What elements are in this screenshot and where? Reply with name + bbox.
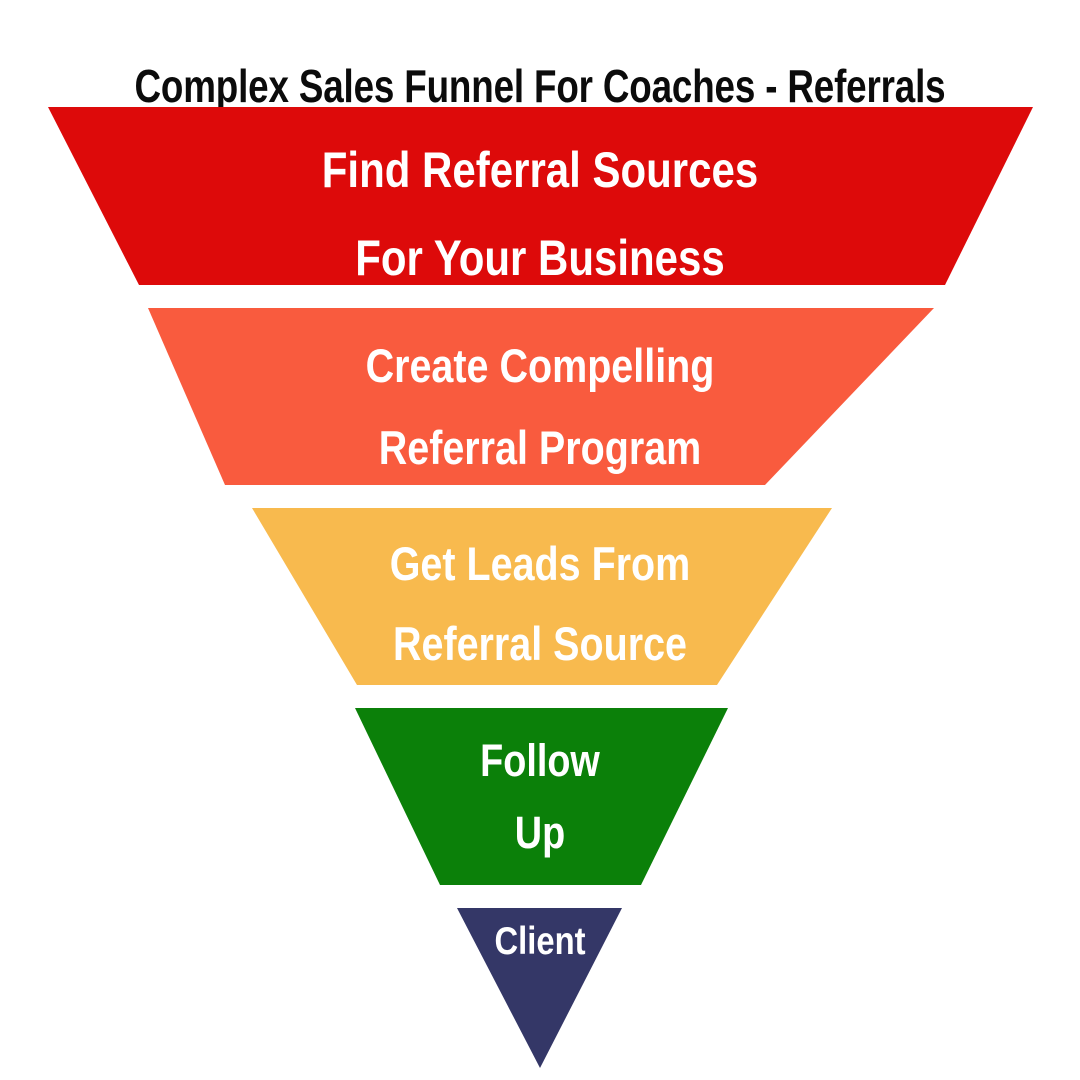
funnel-stage-4-shape[interactable] xyxy=(355,708,728,885)
page-title: Complex Sales Funnel For Coaches - Refer… xyxy=(134,59,946,112)
funnel-stage-2-shape[interactable] xyxy=(148,308,934,485)
funnel-stage-5-shape[interactable] xyxy=(457,908,622,1068)
funnel-stage-1-shape[interactable] xyxy=(48,107,1033,285)
funnel-stage-3-shape[interactable] xyxy=(252,508,832,685)
